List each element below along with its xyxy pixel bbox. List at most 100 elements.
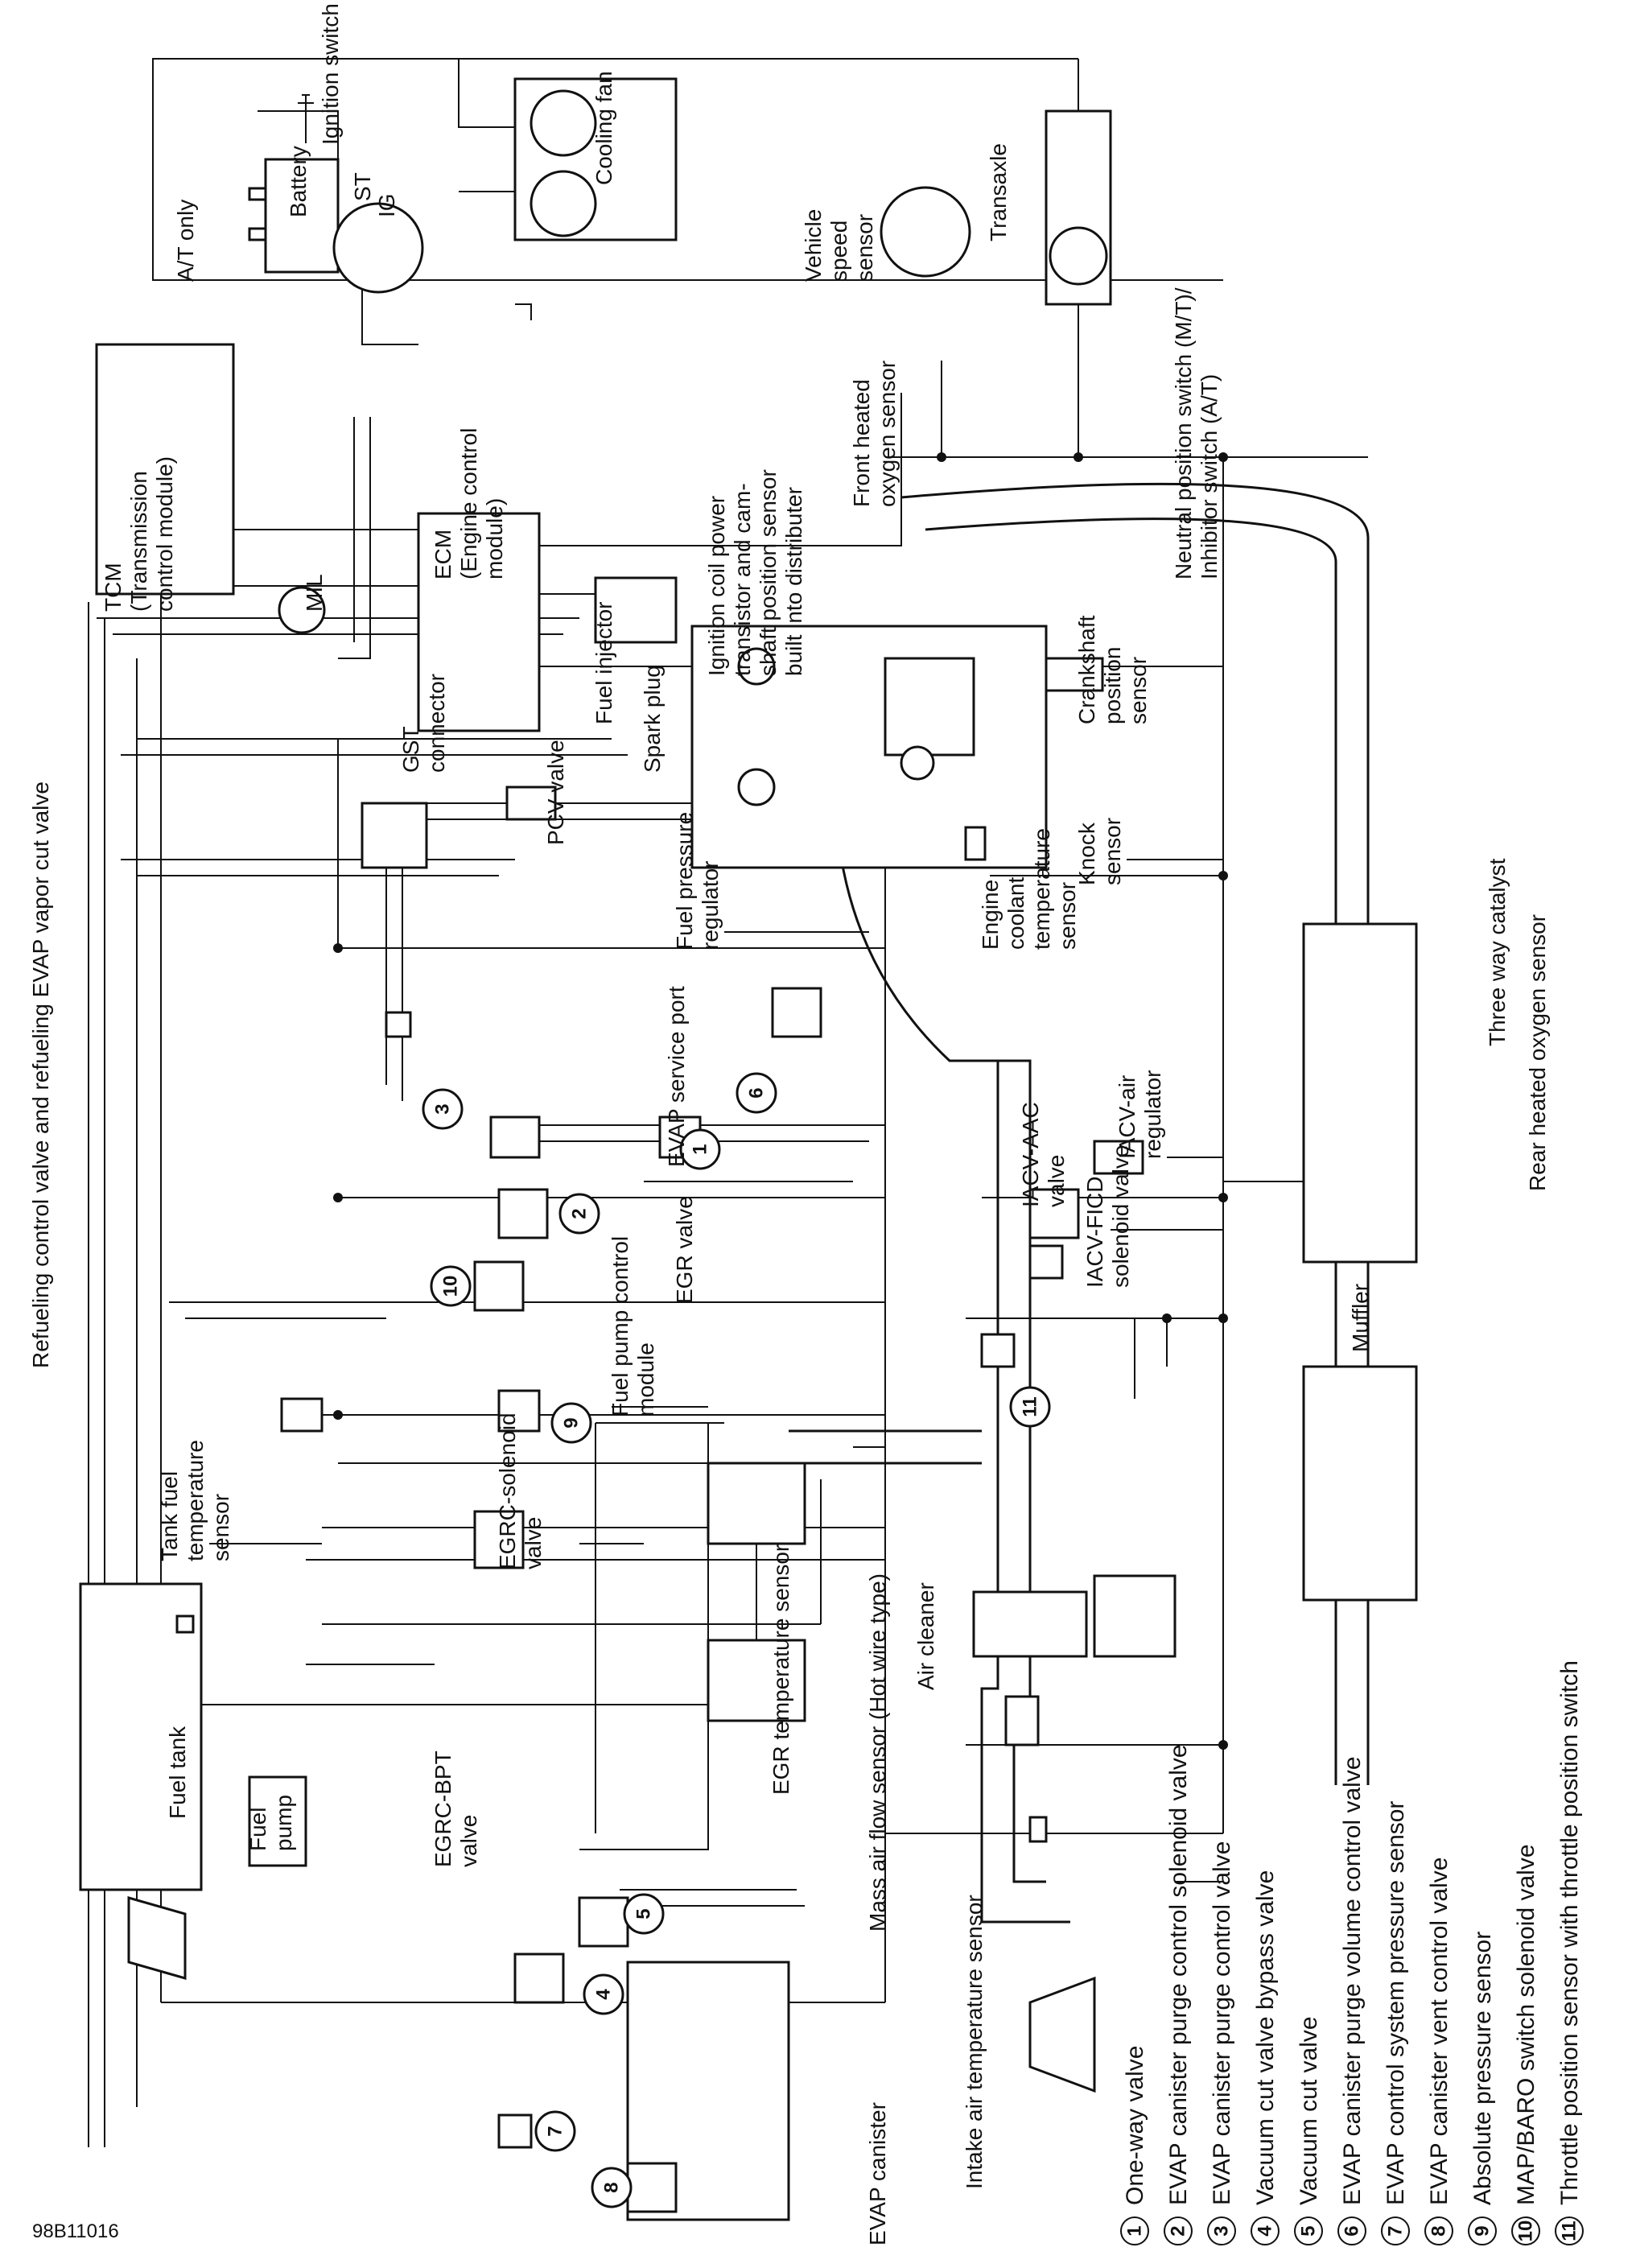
legend-item: 9 Absolute pressure sensor — [1468, 1932, 1497, 2245]
legend-label: EVAP canister vent control valve — [1426, 1858, 1453, 2205]
st-label: ST — [350, 172, 375, 201]
front-o2-label: Front heatedoxygen sensor — [849, 361, 900, 507]
piston-icon — [884, 657, 975, 757]
egr-temp-sensor-label: EGR temperature sensor — [769, 1544, 793, 1795]
iacv-ficd-icon — [1028, 1244, 1064, 1280]
purge-control-valve-icon — [489, 1115, 541, 1159]
legend-label: One-way valve — [1122, 2046, 1148, 2205]
legend-number: 8 — [1428, 2225, 1450, 2236]
at-only-label: A/T only — [173, 200, 198, 282]
legend-number-badge — [1511, 2216, 1540, 2245]
fuel-pressure-regulator-label: Fuel pressureregulator — [672, 812, 723, 950]
neutral-switch-label: Neutral position switch (M/T)/Inhibitor … — [1171, 287, 1222, 579]
iacv-aac-icon — [1028, 1188, 1080, 1239]
vacuum-cut-valve-icon — [578, 1896, 629, 1948]
diagram-numbers: 3 2 10 9 1 6 11 4 5 7 8 — [422, 1072, 1051, 2208]
evap-canister-icon — [626, 1961, 790, 2221]
fuel-pump-control-module-icon — [280, 1397, 323, 1433]
map-baro-solenoid-icon — [473, 1260, 525, 1312]
legend-item: 11 Throttle position sensor with throttle… — [1555, 1660, 1584, 2245]
evap-service-port-icon — [385, 1011, 412, 1038]
legend-label: EVAP canister purge volume control valve — [1339, 1756, 1366, 2205]
legend-label: Throttle position sensor with throttle p… — [1556, 1660, 1583, 2205]
vacuum-cut-bypass-valve-icon — [513, 1953, 565, 2004]
ignition-switch-label: Ignition switch — [318, 3, 343, 145]
ig-label: IG — [374, 193, 399, 217]
ignition-switch-icon — [332, 202, 424, 294]
absolute-pressure-sensor-icon — [497, 1389, 541, 1433]
ignition-coil-label: Ignition coil powertransistor and cam-sh… — [704, 469, 806, 676]
ground-icon — [294, 94, 318, 143]
legend-item: 7 EVAP control system pressure sensor — [1381, 1801, 1410, 2245]
spark-plug-label: Spark plug — [640, 665, 665, 773]
egrc-solenoid-icon — [473, 1510, 525, 1569]
svg-text:2: 2 — [569, 1208, 591, 1219]
fuel-tank-label: Fuel tank — [165, 1726, 190, 1819]
maf-sensor-label: Mass air flow sensor (Hot wire type) — [865, 1573, 890, 1932]
exhaust-pipe — [900, 482, 1370, 1785]
legend-number-badge — [1468, 2216, 1497, 2245]
iacv-air-regulator-label: IACV-airregulator — [1115, 1070, 1165, 1159]
evap-vent-valve-icon — [626, 2162, 678, 2213]
distributor-icon — [594, 576, 678, 644]
muffler-icon — [1302, 1365, 1418, 1602]
legend-number-badge — [1381, 2216, 1410, 2245]
egrc-bpt-icon — [707, 1639, 806, 1722]
fuel-pressure-regulator-icon — [361, 802, 428, 869]
legend-number-badge — [1251, 2216, 1280, 2245]
pcv-valve-label: PCV valve — [543, 740, 568, 845]
rear-o2-label: Rear heated oxygen sensor — [1525, 914, 1550, 1191]
iacv-air-regulator-icon — [1093, 1140, 1144, 1175]
legend-item: 6 EVAP canister purge volume control valv… — [1337, 1756, 1366, 2245]
engine-coolant-sensor-label: Enginecoolanttemperaturesensor — [978, 828, 1080, 950]
legend-number: 6 — [1341, 2225, 1363, 2236]
legend-number-badge — [1164, 2216, 1193, 2245]
mil-lamp-icon — [278, 586, 326, 634]
fuel-tank-icon — [79, 1582, 203, 1891]
cooling-fan-label: Cooling fan — [591, 71, 616, 185]
legend-number: 7 — [1385, 2225, 1407, 2236]
refueling-valve-label: Refueling control valve and refueling EV… — [28, 781, 53, 1368]
egrc-solenoid-label: EGRC-solenoidvalve — [495, 1412, 546, 1569]
legend-label: EVAP canister purge control solenoid val… — [1165, 1744, 1192, 2205]
iacv-ficd-label: IACV-FICDsolenoid valve — [1082, 1145, 1133, 1288]
evap-service-port-label: EVAP service port — [664, 986, 689, 1167]
intake-air-temp-sensor-icon — [1028, 1816, 1048, 1843]
svg-text:5: 5 — [633, 1908, 655, 1919]
throttle-body-icon — [980, 1333, 1016, 1368]
egr-valve-icon — [707, 1462, 806, 1545]
vehicle-speed-sensor-icon — [880, 186, 971, 278]
knock-sensor-icon — [964, 826, 987, 861]
legend-label: Absolute pressure sensor — [1469, 1932, 1496, 2205]
legend-number: 10 — [1515, 2221, 1537, 2242]
gst-connector-box — [505, 786, 557, 821]
intake-air-temp-label: Intake air temperature sensor — [962, 1895, 987, 2189]
gst-connector-label: GSTconnector — [398, 674, 449, 773]
legend-number: 11 — [1559, 2221, 1580, 2241]
battery-label: Battery — [286, 146, 311, 217]
legend-item: 8 EVAP canister vent control valve — [1424, 1858, 1453, 2245]
fuel-injector-label: Fuel injector — [591, 601, 616, 724]
legend-number-badge — [1337, 2216, 1366, 2245]
svg-text:4: 4 — [593, 1989, 615, 2000]
battery-box — [264, 158, 340, 274]
svg-text:9: 9 — [561, 1417, 583, 1428]
maf-sensor-icon — [1004, 1695, 1040, 1746]
iacv-aac-label: IACV-AACvalve — [1018, 1102, 1069, 1207]
mil-label: MIL — [302, 574, 327, 612]
legend-number: 9 — [1472, 2225, 1494, 2236]
svg-text:3: 3 — [432, 1103, 454, 1114]
evap-canister-label: EVAP canister — [865, 2102, 890, 2245]
three-way-catalyst-label: Three way catalyst — [1485, 858, 1510, 1046]
legend-number: 3 — [1211, 2225, 1233, 2236]
transaxle-label: Transaxle — [986, 143, 1011, 241]
fuel-pump-icon — [248, 1775, 307, 1867]
ecm-box — [417, 512, 541, 732]
legend-label: EVAP control system pressure sensor — [1383, 1801, 1409, 2205]
